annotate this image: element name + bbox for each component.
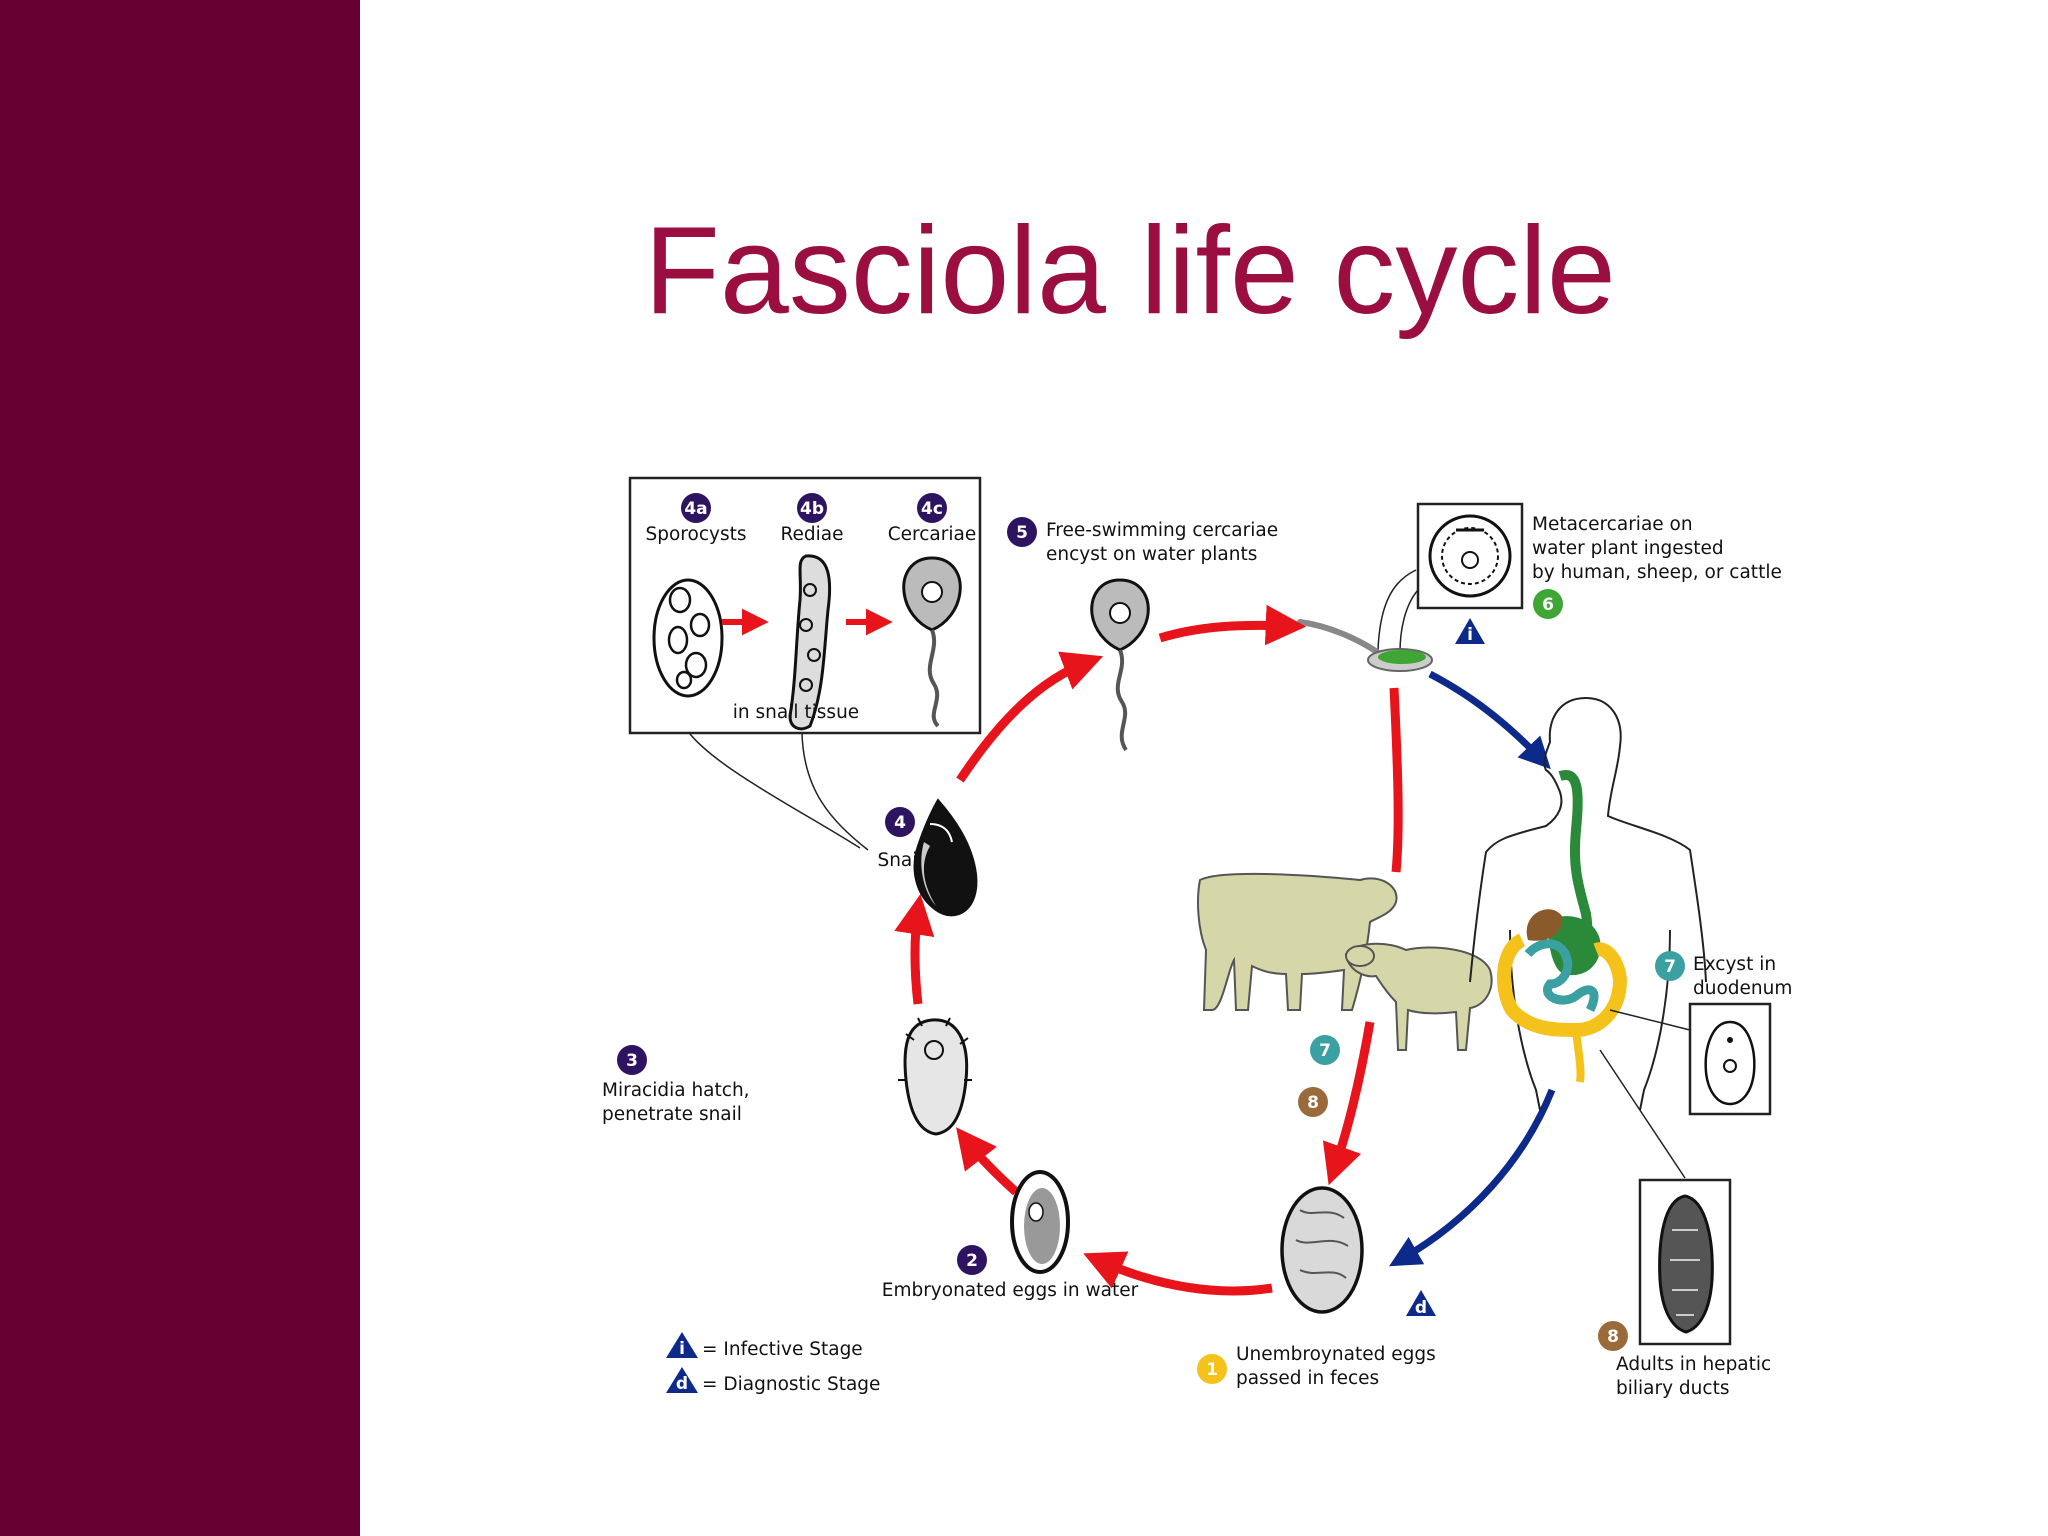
arrow-animals-to-eggs [1322,1021,1375,1186]
svg-text:4b: 4b [800,499,824,519]
badge-7 [1655,951,1685,981]
svg-text:i: i [1467,625,1473,645]
miracidium-illustration [903,1018,969,1136]
cattle-illustration [1197,872,1398,1011]
arrow-human-to-eggs [1389,1088,1556,1267]
svg-text:7: 7 [1664,957,1676,977]
label-step-3-line2: penetrate snail [602,1104,742,1125]
badge-1 [1197,1354,1227,1384]
svg-text:1: 1 [1206,1360,1218,1380]
svg-text:3: 3 [626,1051,638,1071]
label-rediae: Rediae [780,524,843,545]
step-3: 3 Miracidia hatch, penetrate snail [602,1017,972,1136]
svg-text:7: 7 [1319,1041,1331,1061]
legend: i = Infective Stage d = Diagnostic Stage [666,1332,880,1395]
svg-text:2: 2 [966,1251,978,1271]
legend-diagnostic-marker [666,1367,698,1393]
cercaria-illustration [902,556,962,728]
svg-text:d: d [676,1374,688,1394]
inset-connector-2 [801,733,869,851]
badge-5 [1007,517,1037,547]
free-cercaria-illustration [1090,578,1150,752]
svg-text:4: 4 [894,813,906,833]
step-2: 2 Embryonated eggs in water [882,1170,1139,1301]
step-6: Metacercariae on water plant ingested by… [1297,502,1782,672]
sporocyst-illustration [652,578,724,698]
label-step-6-line3: by human, sheep, or cattle [1532,562,1782,583]
svg-text:d: d [1415,1298,1427,1318]
badge-4a [681,493,711,523]
arrow-plant-to-animals [1389,687,1403,873]
arrow-cercaria-to-plant [1158,604,1307,646]
badge-4c [917,493,947,523]
svg-text:4a: 4a [684,499,707,519]
label-step-2: Embryonated eggs in water [882,1280,1139,1301]
label-cercariae: Cercariae [888,524,976,545]
arrow-plant-to-human [1428,670,1551,770]
step-4: 4 Snail [877,798,978,917]
svg-text:i: i [679,1339,685,1359]
infective-stage-marker [1455,618,1485,644]
badge-4 [885,807,915,837]
rediae-illustration [788,554,832,731]
slide-title: Fasciola life cycle [644,202,1616,340]
badge-4b [797,493,827,523]
label-step-3-line1: Miracidia hatch, [602,1080,750,1101]
label-step-5-line2: encyst on water plants [1046,544,1257,565]
svg-text:8: 8 [1307,1093,1319,1113]
legend-diagnostic-label: = Diagnostic Stage [702,1374,880,1395]
snail-illustration [913,798,978,917]
arrow-embryonated-to-miracidia [956,1127,1020,1196]
arrow-miracidia-to-snail [894,893,935,1005]
label-step-1-line1: Unembroynated eggs [1236,1344,1436,1365]
arrow-snail-to-cercaria [956,651,1104,783]
legend-infective-label: = Infective Stage [702,1339,863,1360]
label-step-1-line2: passed in feces [1236,1368,1379,1389]
label-step-8-line2: biliary ducts [1616,1378,1729,1399]
legend-infective-marker [666,1332,698,1358]
svg-text:5: 5 [1016,523,1028,543]
badge-6 [1533,589,1563,619]
label-step-7-line1: Excyst in [1693,954,1776,975]
svg-text:6: 6 [1542,595,1554,615]
label-step-6-line1: Metacercariae on [1532,514,1693,535]
human-illustration [1469,697,1707,1111]
badge-8-animals [1298,1087,1328,1117]
label-sporocysts: Sporocysts [646,524,747,545]
badge-3 [617,1045,647,1075]
svg-text:8: 8 [1607,1327,1619,1347]
step-8: 8 Adults in hepatic biliary ducts [1598,1049,1771,1399]
sheep-illustration [1344,942,1493,1051]
life-cycle-diagram: 4a Sporocysts 4b Rediae 4c Cercariae in … [600,470,1820,1430]
snail-tissue-inset: 4a Sporocysts 4b Rediae 4c Cercariae in … [628,476,982,735]
label-in-snail-tissue: in snail tissue [733,702,859,723]
label-step-5-line1: Free-swimming cercariae [1046,520,1278,541]
badge-8 [1598,1321,1628,1351]
step-5: 5 Free-swimming cercariae encyst on wate… [1007,517,1278,752]
diagnostic-stage-marker [1406,1290,1436,1316]
badge-7-animals [1310,1035,1340,1065]
badge-2 [957,1245,987,1275]
step-7: 7 Excyst in duodenum [1609,951,1792,1116]
label-step-8-line1: Adults in hepatic [1616,1354,1771,1375]
unembryonated-egg-illustration [1280,1186,1364,1314]
step-1: 1 Unembroynated eggs passed in feces d [1197,1186,1436,1389]
arrow-eggs-to-embryonated [1083,1251,1273,1296]
sidebar-band [0,0,360,1536]
spoon-with-water-plant [1297,619,1433,672]
label-snail: Snail [877,850,922,871]
adult-fluke-illustration [1658,1194,1714,1334]
inset-connector-1 [689,733,861,849]
label-step-7-line2: duodenum [1693,978,1792,999]
svg-text:4c: 4c [921,499,943,519]
label-step-6-line2: water plant ingested [1532,538,1724,559]
